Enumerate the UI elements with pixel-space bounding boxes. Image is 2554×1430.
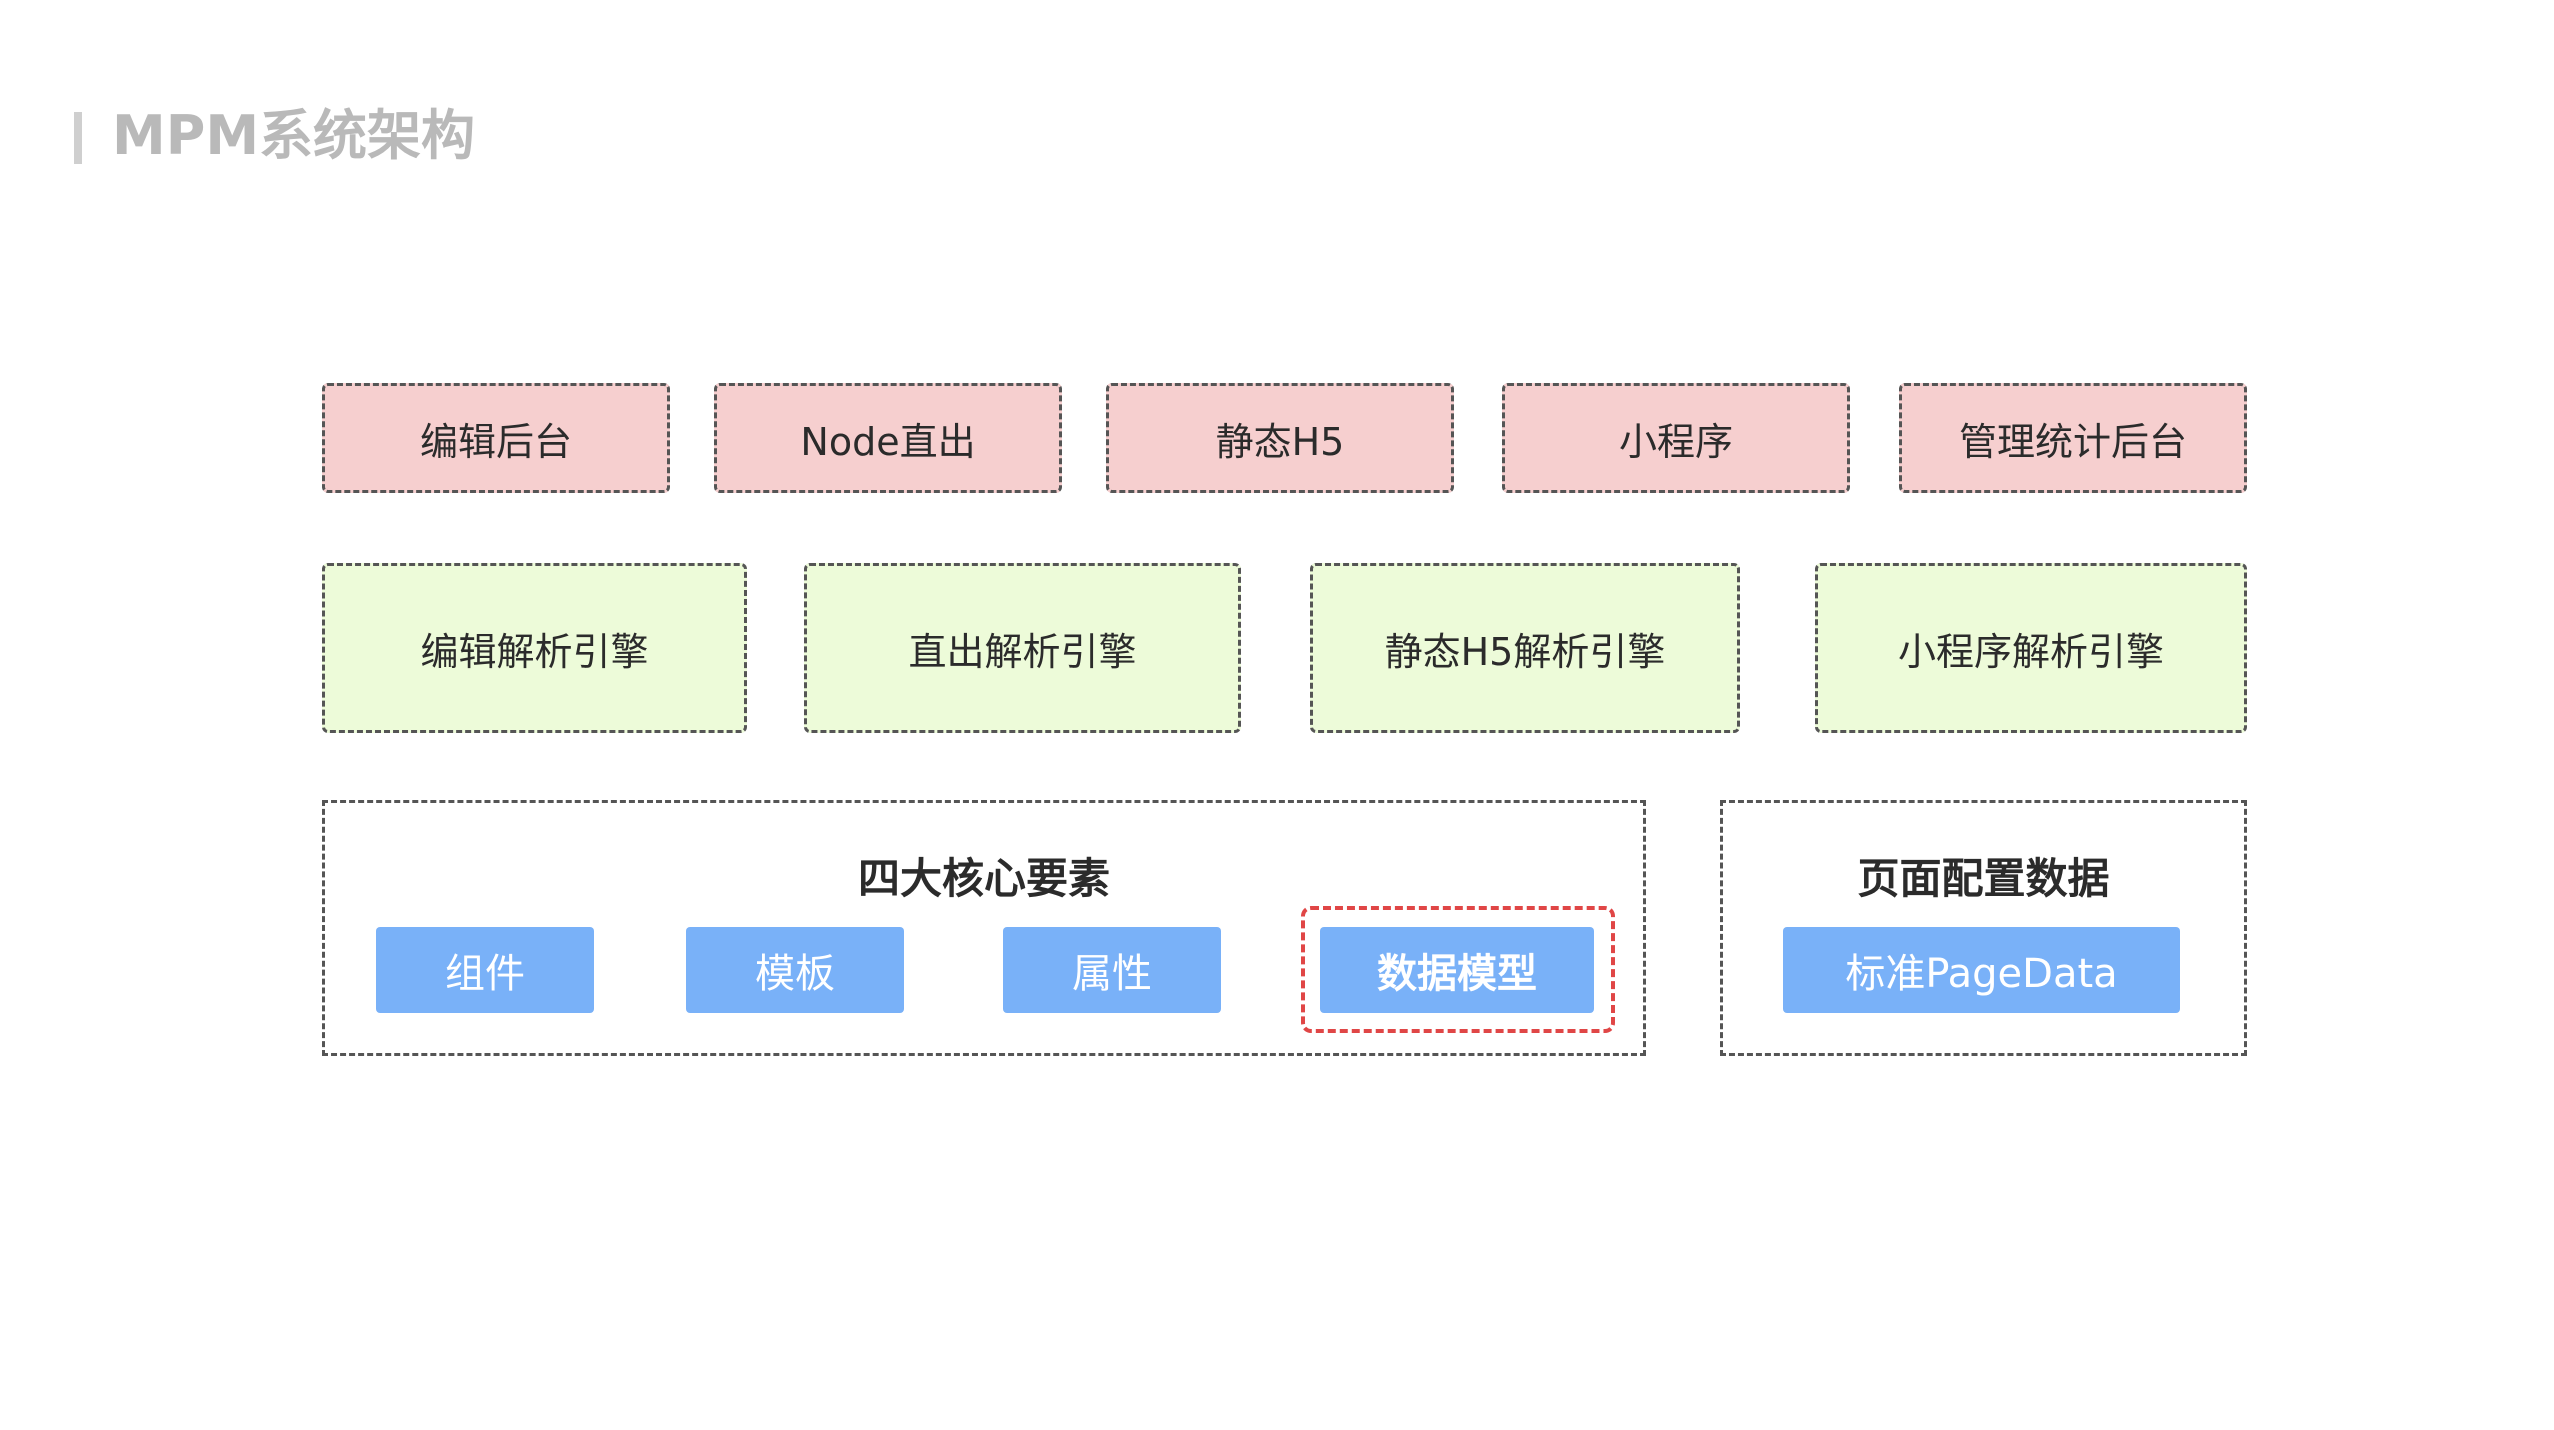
box-static-h5-engine: 静态H5解析引擎 bbox=[1310, 563, 1740, 733]
box-static-h5: 静态H5 bbox=[1106, 383, 1454, 493]
chip-template: 模板 bbox=[686, 927, 904, 1013]
group-core-elements: 四大核心要素 bbox=[322, 800, 1646, 1056]
group-page-config: 页面配置数据 bbox=[1720, 800, 2247, 1056]
chip-component: 组件 bbox=[376, 927, 594, 1013]
core-elements-title: 四大核心要素 bbox=[857, 854, 1110, 903]
box-edit-engine: 编辑解析引擎 bbox=[322, 563, 747, 733]
box-mini-program-engine: 小程序解析引擎 bbox=[1815, 563, 2247, 733]
page-config-title: 页面配置数据 bbox=[1857, 854, 2110, 903]
box-edit-backend: 编辑后台 bbox=[322, 383, 670, 493]
highlight-data-model bbox=[1301, 906, 1615, 1033]
box-node-direct: Node直出 bbox=[714, 383, 1062, 493]
page-title: MPM系统架构 bbox=[112, 104, 476, 167]
chip-property: 属性 bbox=[1003, 927, 1221, 1013]
box-direct-engine: 直出解析引擎 bbox=[804, 563, 1241, 733]
chip-data-model: 数据模型 bbox=[1320, 927, 1594, 1013]
box-mini-program: 小程序 bbox=[1502, 383, 1850, 493]
chip-standard-pagedata: 标准PageData bbox=[1783, 927, 2180, 1013]
box-admin-stats-backend: 管理统计后台 bbox=[1899, 383, 2247, 493]
title-accent-bar bbox=[74, 112, 82, 164]
